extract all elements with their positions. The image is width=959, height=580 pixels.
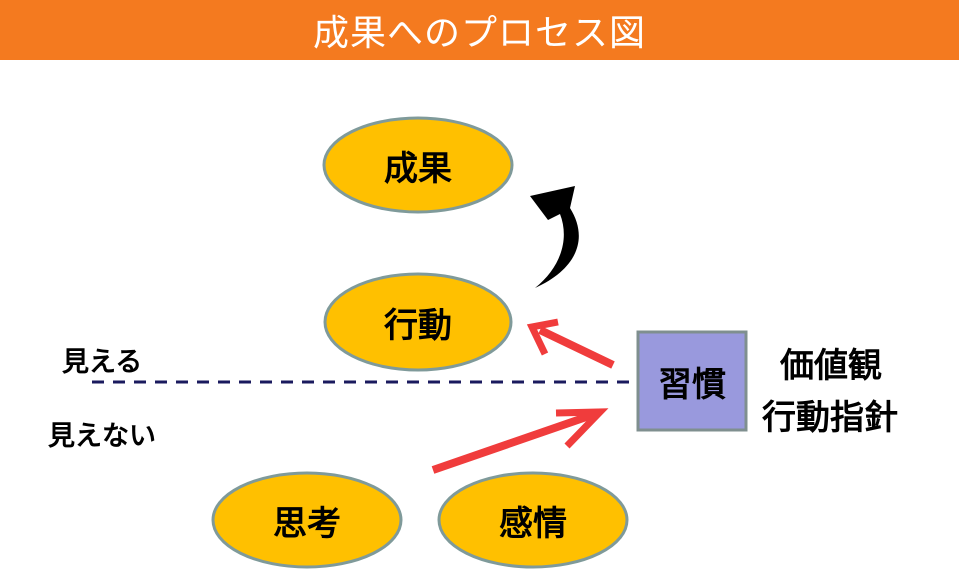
result-ellipse (322, 116, 514, 214)
habit-box (636, 330, 748, 432)
thinking-to-habit-arrow (431, 408, 609, 474)
emotion-label: 感情 (499, 503, 567, 544)
action-ellipse (323, 272, 513, 372)
values-label: 価値観 (780, 346, 882, 386)
thinking-ellipse (211, 471, 403, 569)
invisible-label: 見えない (48, 421, 156, 452)
thinking-label: 思考 (273, 503, 341, 544)
habit-label: 習慣 (658, 364, 726, 405)
title-bar: 成果へのプロセス図 (0, 0, 959, 60)
action-label: 行動 (384, 305, 452, 346)
page-title: 成果へのプロセス図 (312, 13, 646, 54)
emotion-ellipse (437, 471, 629, 569)
visible-label: 見える (62, 347, 143, 378)
guidelines-label: 行動指針 (762, 398, 898, 438)
curved-up-arrow-icon (530, 186, 579, 288)
result-label: 成果 (384, 148, 452, 189)
habit-to-action-arrow (526, 318, 615, 369)
